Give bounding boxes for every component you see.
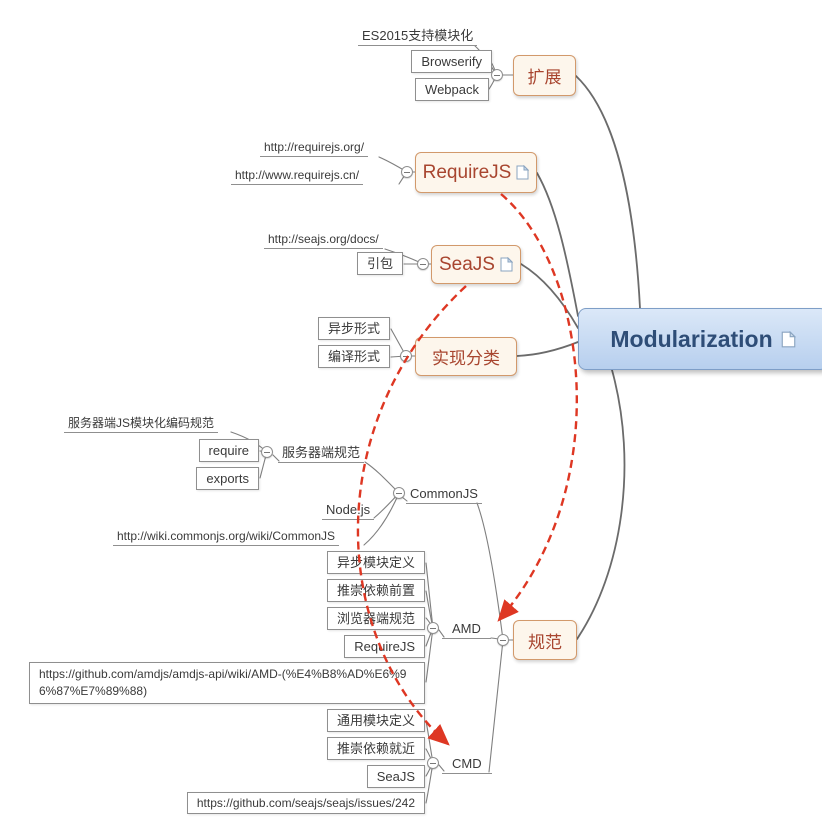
- node-amd[interactable]: AMD: [442, 620, 491, 639]
- node-amd-scope[interactable]: 浏览器端规范: [326, 607, 425, 630]
- node-exports[interactable]: exports: [196, 467, 259, 490]
- node-commonjs[interactable]: CommonJS: [406, 485, 482, 504]
- topic-extension-label: 扩展: [527, 68, 562, 87]
- root-topic-modularization[interactable]: Modularization: [578, 308, 822, 370]
- topic-specification[interactable]: 规范: [513, 620, 577, 660]
- node-seajs-import[interactable]: 引包: [356, 252, 403, 275]
- node-amd-definition[interactable]: 异步模块定义: [326, 551, 425, 574]
- collapse-icon-seajs[interactable]: [417, 258, 429, 270]
- node-server-spec-desc[interactable]: 服务器端JS模块化编码规范: [64, 415, 219, 433]
- collapse-icon-implementation[interactable]: [400, 350, 412, 362]
- node-requirejs-url-cn[interactable]: http://www.requirejs.cn/: [231, 167, 364, 185]
- node-impl-async[interactable]: 异步形式: [317, 317, 390, 340]
- topic-seajs[interactable]: SeaJS: [431, 245, 521, 284]
- topic-implementation[interactable]: 实现分类: [415, 337, 517, 376]
- node-amd-url[interactable]: https://github.com/amdjs/amdjs-api/wiki/…: [29, 662, 425, 704]
- collapse-icon-server-spec[interactable]: [261, 446, 273, 458]
- note-icon-seajs[interactable]: [500, 257, 513, 272]
- node-es2015[interactable]: ES2015支持模块化: [358, 27, 478, 46]
- note-icon-requirejs[interactable]: [516, 165, 530, 180]
- node-cmd[interactable]: CMD: [442, 755, 492, 774]
- node-browserify[interactable]: Browserify: [411, 50, 492, 73]
- node-nodejs[interactable]: Node.js: [322, 501, 375, 520]
- topic-implementation-label: 实现分类: [432, 349, 500, 368]
- collapse-icon-cmd[interactable]: [427, 757, 439, 769]
- node-amd-dependency[interactable]: 推崇依赖前置: [326, 579, 425, 602]
- node-cmd-dependency[interactable]: 推崇依赖就近: [326, 737, 425, 760]
- node-webpack[interactable]: Webpack: [415, 78, 489, 101]
- node-cmd-url[interactable]: https://github.com/seajs/seajs/issues/24…: [186, 792, 425, 814]
- node-impl-compiled[interactable]: 编译形式: [317, 345, 390, 368]
- node-requirejs-url-en[interactable]: http://requirejs.org/: [260, 139, 369, 157]
- node-require[interactable]: require: [198, 439, 259, 462]
- topic-specification-label: 规范: [528, 632, 562, 652]
- topic-seajs-label: SeaJS: [439, 253, 495, 275]
- node-amd-implementation[interactable]: RequireJS: [344, 635, 425, 658]
- collapse-icon-requirejs[interactable]: [401, 166, 413, 178]
- node-seajs-docs-url[interactable]: http://seajs.org/docs/: [264, 231, 383, 249]
- topic-requirejs-label: RequireJS: [422, 161, 512, 183]
- collapse-icon-extension[interactable]: [491, 69, 503, 81]
- collapse-icon-specification[interactable]: [497, 634, 509, 646]
- collapse-icon-amd[interactable]: [427, 622, 439, 634]
- root-topic-label: Modularization: [610, 325, 773, 352]
- topic-extension[interactable]: 扩展: [513, 55, 576, 96]
- node-commonjs-wiki-url[interactable]: http://wiki.commonjs.org/wiki/CommonJS: [113, 528, 340, 546]
- node-cmd-implementation[interactable]: SeaJS: [366, 765, 425, 788]
- collapse-icon-commonjs[interactable]: [393, 487, 405, 499]
- topic-requirejs[interactable]: RequireJS: [415, 152, 537, 193]
- note-icon-root[interactable]: [781, 330, 796, 348]
- node-cmd-definition[interactable]: 通用模块定义: [326, 709, 425, 732]
- node-server-spec[interactable]: 服务器端规范: [278, 444, 365, 463]
